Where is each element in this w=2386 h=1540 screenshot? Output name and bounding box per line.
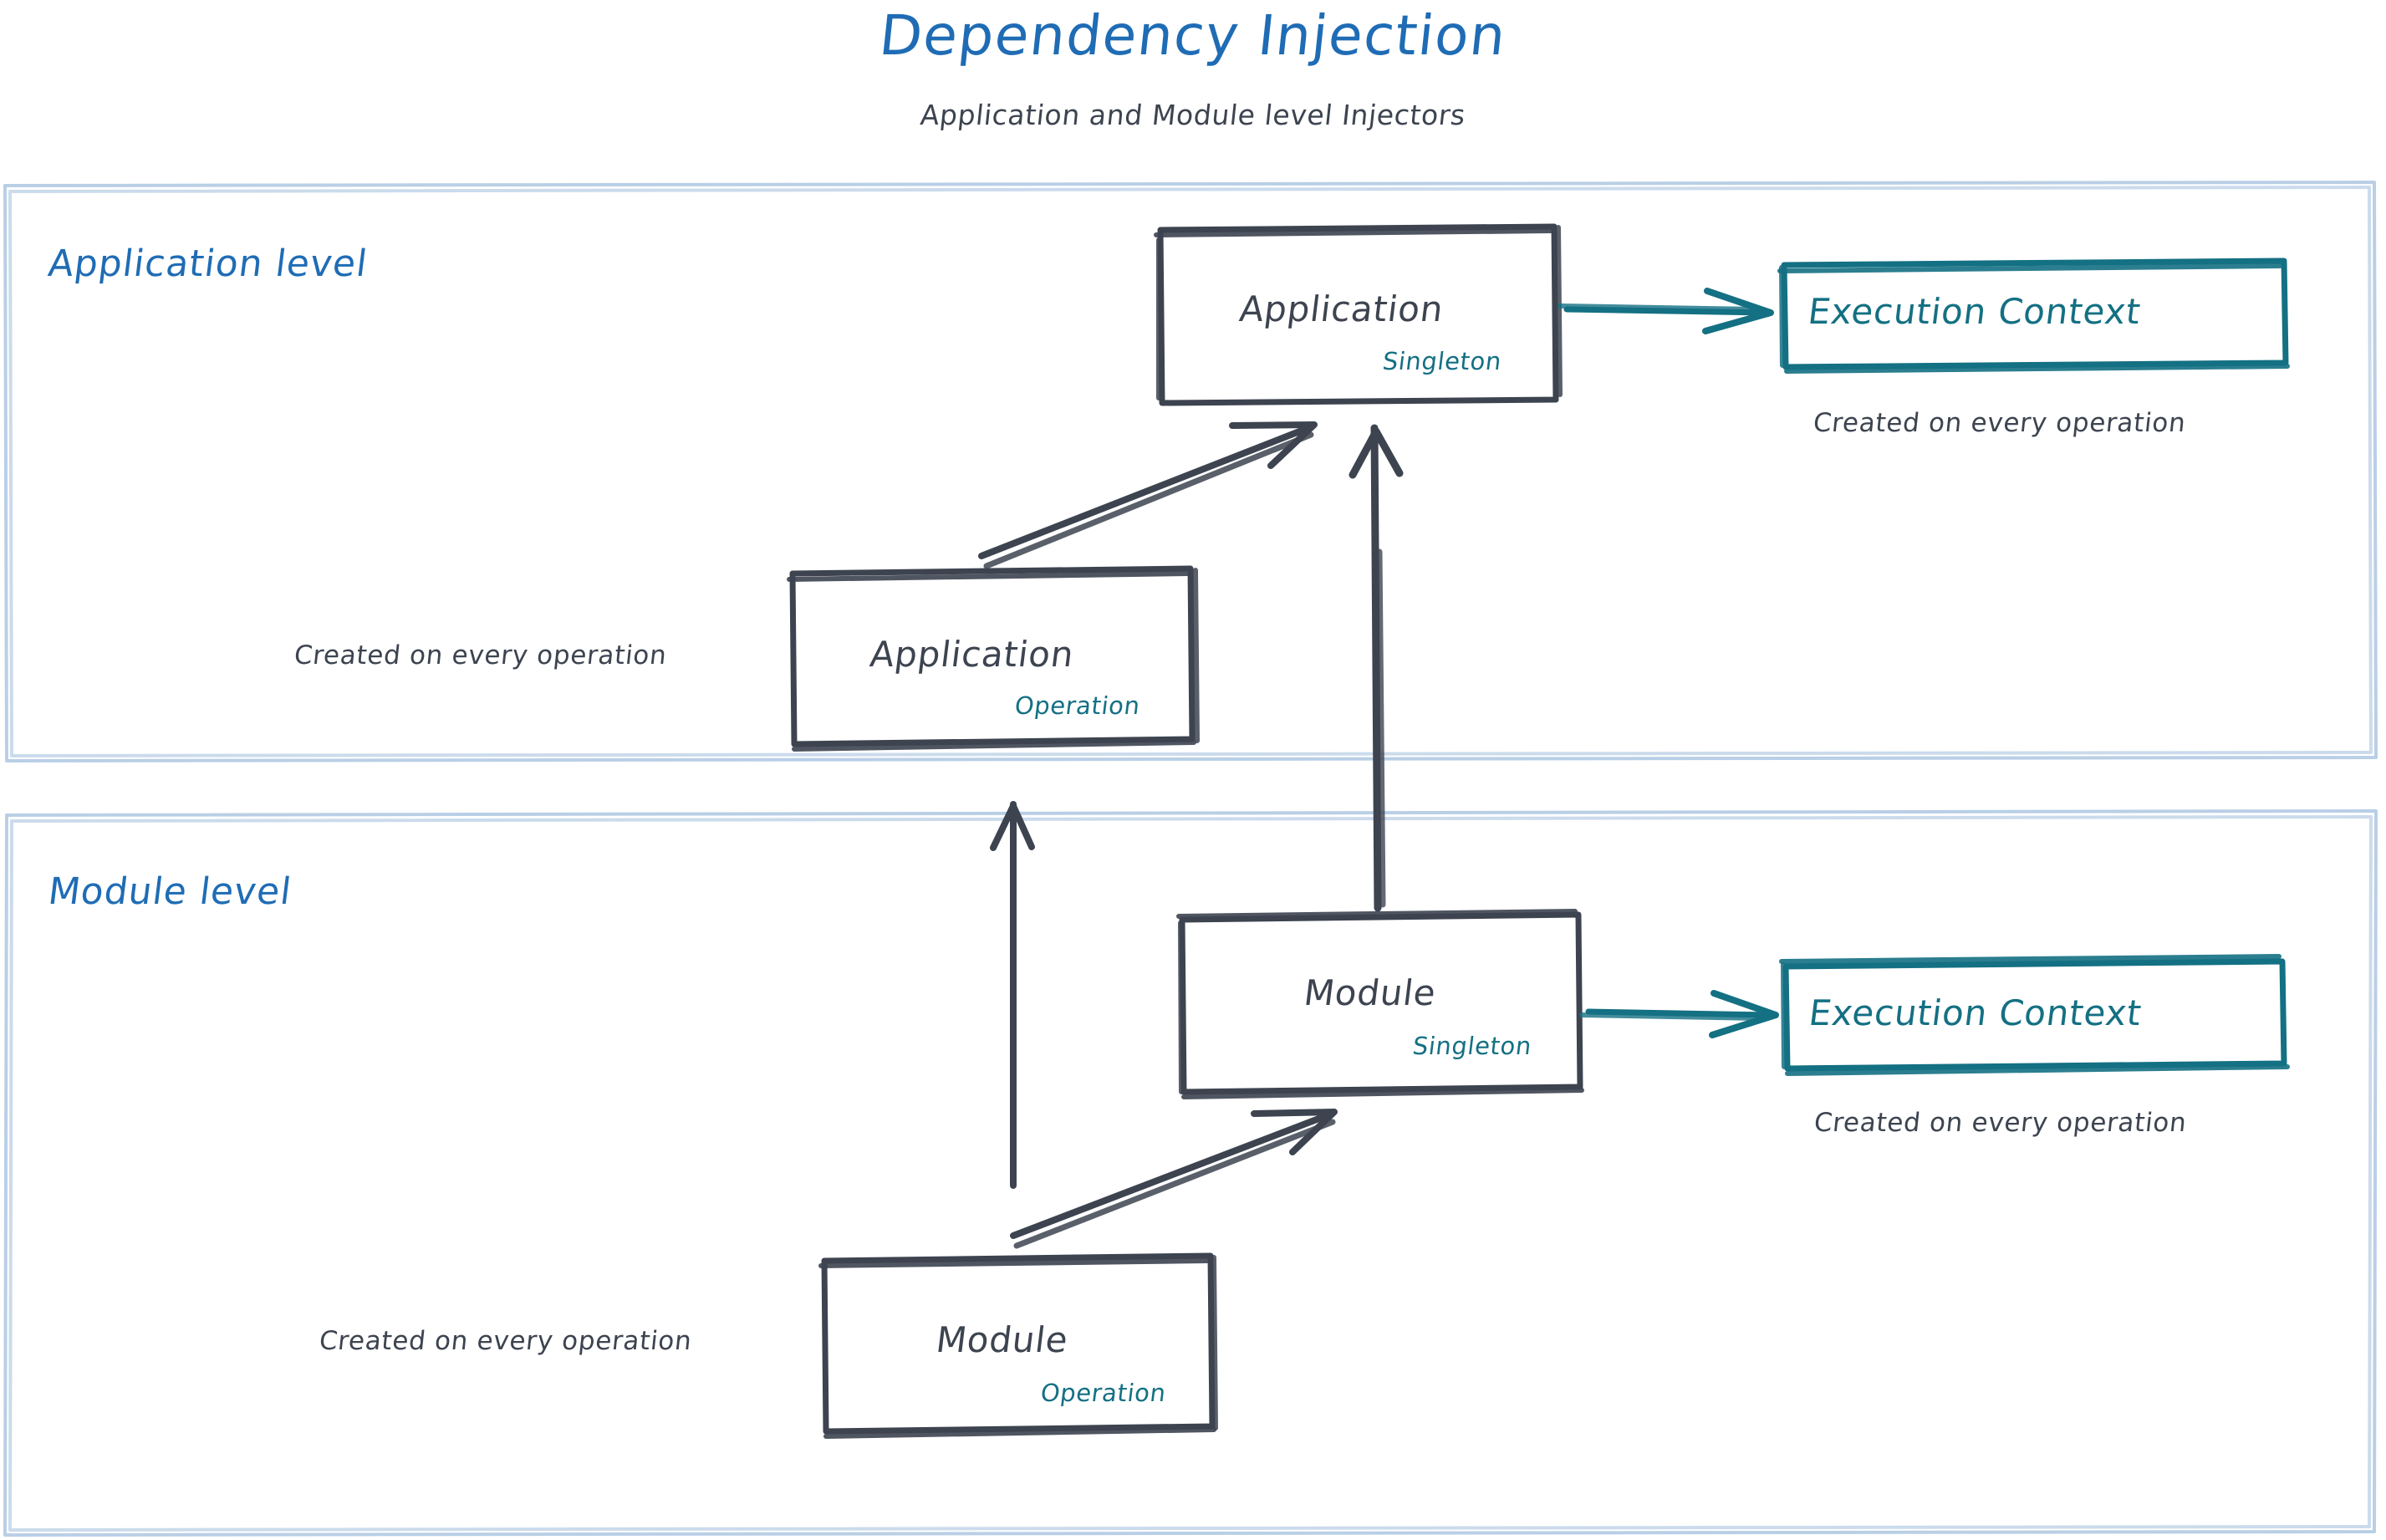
- node-scope-application-operation: Operation: [1012, 691, 1142, 720]
- panel-title-application-level: Application level: [45, 242, 370, 285]
- node-scope-module-operation: Operation: [1038, 1379, 1168, 1407]
- caption-module-operation: Created on every operation: [318, 1326, 694, 1356]
- caption-application-operation: Created on every operation: [293, 640, 669, 671]
- node-label-module-operation[interactable]: Module: [933, 1319, 1071, 1360]
- arrow-module-operation-to-app-operation: [990, 801, 1035, 1189]
- panel-title-module-level: Module level: [45, 870, 294, 913]
- arrow-module-operation-to-module-singleton: [1010, 1109, 1338, 1249]
- node-label-module-execution-context[interactable]: Execution Context: [1806, 992, 2144, 1033]
- caption-module-execution-context: Created on every operation: [1812, 1108, 2189, 1138]
- arrow-module-singleton-to-exec-context: [1579, 990, 1779, 1038]
- node-label-module-singleton[interactable]: Module: [1301, 972, 1439, 1013]
- node-label-application-execution-context[interactable]: Execution Context: [1805, 291, 2144, 332]
- page-title: Dependency Injection: [876, 3, 1510, 68]
- arrow-app-operation-to-app-singleton: [978, 421, 1318, 569]
- page-subtitle: Application and Module level Injectors: [919, 99, 1467, 131]
- node-label-application-singleton[interactable]: Application: [1236, 288, 1446, 329]
- node-label-application-operation[interactable]: Application: [867, 634, 1077, 675]
- node-scope-application-singleton: Singleton: [1380, 347, 1504, 375]
- panel-frame-module-level: [3, 809, 2378, 1537]
- arrow-module-singleton-to-app-singleton: [1348, 424, 1404, 912]
- caption-application-execution-context: Created on every operation: [1812, 408, 2188, 438]
- node-scope-module-singleton: Singleton: [1410, 1032, 1534, 1060]
- arrow-app-singleton-to-exec-context: [1558, 288, 1774, 334]
